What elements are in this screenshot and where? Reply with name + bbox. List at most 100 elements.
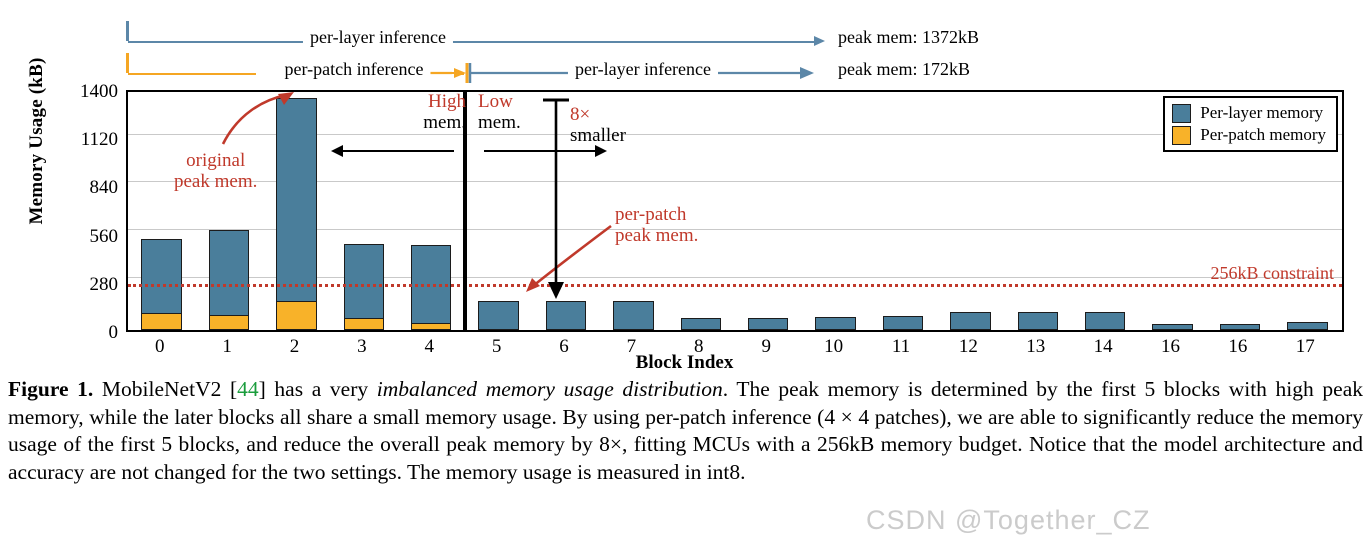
x-tick-14: 14	[1093, 336, 1113, 357]
bar-block-12	[950, 311, 991, 330]
annotation-cap-start	[126, 21, 129, 41]
callout-per-patch-peak-mem: per-patch peak mem.	[615, 204, 698, 247]
y-tick-840: 840	[89, 177, 119, 198]
legend-item-per-patch[interactable]: Per-patch memory	[1172, 124, 1326, 146]
bar-segment-per-patch	[208, 315, 250, 330]
bar-segment-per-patch	[276, 300, 317, 330]
annotation-row-2b	[126, 62, 1341, 84]
callout-original-line1: original	[186, 150, 246, 171]
label-low-mem: Low mem.	[478, 91, 540, 134]
annotation-row-2: per-patch inference	[126, 53, 1341, 84]
top-annotation-overlay	[360, 63, 814, 83]
annotation-cap-patch	[126, 53, 129, 73]
bar-block-3	[343, 243, 385, 330]
legend-label-per-layer: Per-layer memory	[1200, 103, 1324, 122]
label-8x-smaller: 8× smaller	[570, 104, 626, 147]
chart-legend: Per-layer memory Per-patch memory	[1163, 96, 1338, 152]
bar-segment-per-layer	[1287, 322, 1328, 330]
y-axis-ticks: 1400 1120 840 560 280 0	[40, 0, 118, 375]
bar-block-5	[478, 300, 519, 330]
legend-swatch-per-patch-icon	[1172, 125, 1192, 145]
bar-segment-per-layer	[1017, 311, 1058, 330]
bar-block-9	[747, 317, 789, 330]
ann-hidden2	[455, 73, 458, 75]
label-smaller: smaller	[570, 125, 626, 147]
gridline-840	[128, 181, 1342, 182]
x-tick-1: 1	[222, 336, 232, 357]
bar-segment-per-layer	[276, 97, 317, 330]
arrow-low-mem-right	[484, 145, 607, 157]
bar-block-10	[815, 316, 856, 330]
x-tick-5: 5	[491, 336, 502, 357]
callout-arrow-per-patch	[526, 224, 612, 292]
bar-segment-per-layer	[478, 300, 519, 330]
y-tick-0: 0	[108, 322, 119, 343]
label-low: Low	[478, 91, 513, 112]
x-tick-10: 10	[824, 336, 844, 357]
x-tick-2: 2	[289, 336, 300, 357]
bar-block-4	[411, 244, 452, 330]
watermark: CSDN @Together_CZ	[866, 505, 1151, 535]
y-tick-560: 560	[89, 226, 119, 247]
x-tick-6: 6	[559, 336, 569, 357]
x-tick-12: 12	[958, 336, 978, 357]
callout-perpatch-line1: per-patch	[615, 204, 687, 225]
x-tick-4: 4	[424, 336, 435, 357]
caption-part3: . The peak memory is determined by the f…	[8, 377, 1363, 484]
figure-caption: Figure 1. MobileNetV2 [44] has a very im…	[8, 376, 1363, 487]
x-tick-8: 8	[694, 336, 704, 357]
legend-swatch-per-layer-icon	[1172, 103, 1192, 123]
bar-segment-per-layer	[411, 244, 452, 330]
bar-block-17	[1287, 322, 1328, 330]
bar-block-7	[613, 300, 654, 330]
callout-perpatch-line2: peak mem.	[615, 225, 699, 247]
y-tick-1120: 1120	[80, 129, 118, 150]
bar-segment-per-patch	[343, 318, 385, 330]
ann-patch-line-2a	[457, 73, 460, 75]
legend-item-per-layer[interactable]: Per-layer memory	[1172, 102, 1326, 124]
bar-block-13	[1017, 311, 1058, 330]
x-tick-7: 7	[626, 336, 637, 357]
label-8x: 8×	[570, 104, 591, 125]
caption-part1: MobileNetV2 [	[93, 377, 238, 401]
x-tick-9: 9	[761, 336, 771, 357]
x-axis-title: Block Index	[635, 352, 734, 373]
bar-segment-per-layer	[1219, 323, 1261, 330]
x-tick-15: 16	[1161, 336, 1181, 357]
x-tick-17: 17	[1295, 336, 1315, 357]
arrow-high-mem-left	[331, 145, 454, 157]
bar-segment-per-layer	[815, 316, 856, 330]
annotation-per-layer-inference-right-label: per-layer inference	[567, 59, 719, 80]
callout-original-peak-mem: original peak mem.	[174, 150, 257, 193]
bar-block-2	[276, 97, 317, 330]
bar-block-16	[1219, 323, 1261, 330]
bar-block-14	[1084, 311, 1126, 330]
bar-segment-per-layer	[613, 300, 654, 330]
x-tick-0: 0	[154, 336, 165, 357]
callout-original-line2: peak mem.	[174, 171, 258, 193]
x-tick-3: 3	[357, 336, 367, 357]
bar-segment-per-layer	[747, 317, 789, 330]
bar-segment-per-layer	[545, 300, 587, 330]
bar-segment-per-layer	[1084, 311, 1126, 330]
label-high: High	[428, 91, 466, 112]
caption-part2: ] has a very	[258, 377, 377, 401]
peak-mem-per-patch-label: peak mem: 172kB	[838, 59, 970, 79]
callout-arrow-original	[221, 92, 294, 145]
bar-segment-per-layer	[882, 316, 924, 330]
label-high-mem: High mem.	[408, 91, 466, 134]
annotation-row-2-final	[126, 62, 1341, 84]
annotation-arrow-right	[814, 36, 825, 46]
label-low-mem-sub: mem.	[478, 111, 521, 133]
bar-segment-per-layer	[343, 243, 385, 330]
gridline-560	[128, 229, 1342, 230]
bar-block-8	[680, 317, 721, 330]
label-high-mem-sub: mem.	[423, 111, 466, 133]
constraint-line-label: 256kB constraint	[1210, 263, 1335, 283]
bar-block-11	[882, 316, 924, 330]
measure-8x-smaller	[543, 98, 569, 299]
x-tick-13: 13	[1026, 336, 1046, 357]
caption-reference-44[interactable]: 44	[237, 377, 259, 401]
y-tick-1400: 1400	[80, 81, 118, 102]
